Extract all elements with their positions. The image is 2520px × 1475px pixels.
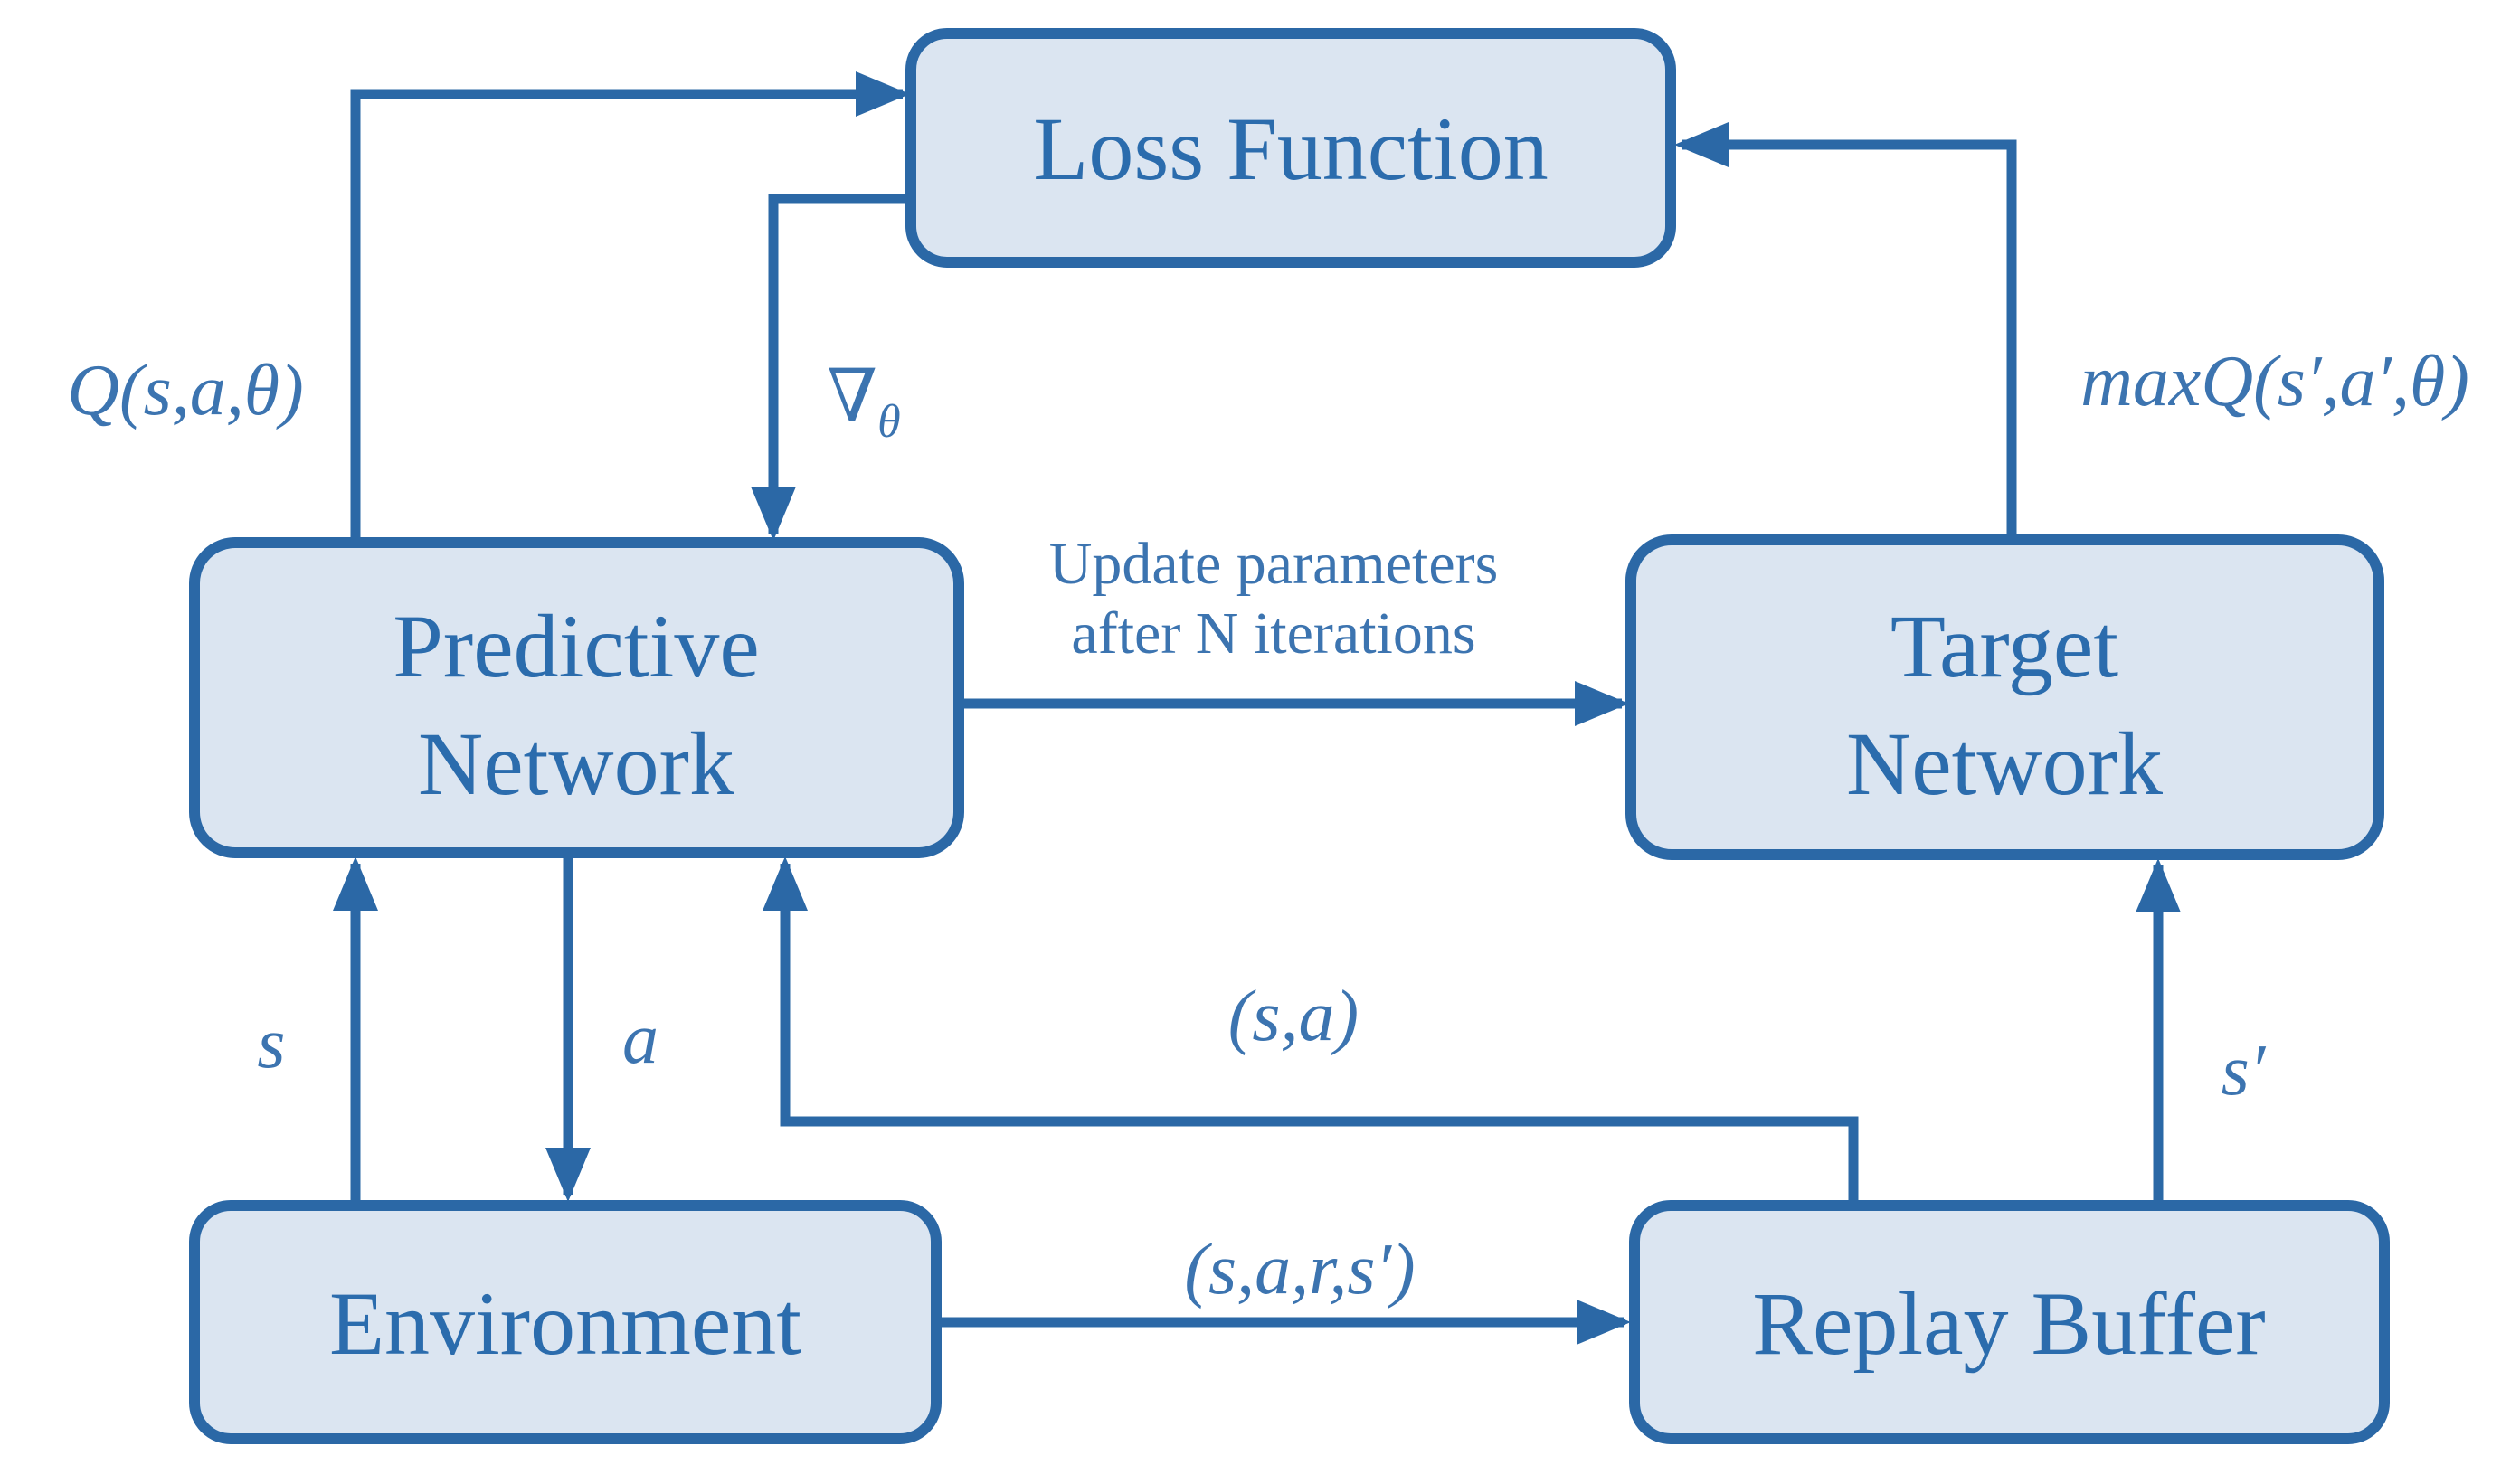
edge-max-q-line: [1674, 122, 2017, 540]
node-target-network: Target Network: [1625, 534, 2384, 860]
node-target-network-box: [1625, 534, 2384, 860]
edge-state-action-line: [763, 856, 1859, 1206]
edge-q-value: Q(s,a,θ): [67, 71, 910, 543]
edge-transition-label: (s,a,r,s′): [1184, 1230, 1415, 1310]
edge-action: a: [545, 853, 658, 1202]
edge-update-parameters-label-line2: after N iterations: [1071, 600, 1475, 667]
node-environment-box: [189, 1200, 942, 1444]
node-predictive-network-box: [189, 537, 964, 858]
edge-max-q-label: maxQ(s′,a′,θ): [2080, 342, 2469, 421]
gradient-subscript: θ: [877, 396, 901, 448]
node-replay-buffer: Replay Buffer: [1629, 1200, 2390, 1444]
edge-q-value-label: Q(s,a,θ): [67, 351, 303, 430]
edge-update-parameters-label-line1: Update parameters: [1049, 531, 1499, 597]
node-target-network-label-line1: Target: [1890, 596, 2118, 696]
edge-state-action-label: (s,a): [1228, 977, 1359, 1056]
node-replay-buffer-box: [1629, 1200, 2390, 1444]
node-loss-function-box: [905, 28, 1676, 268]
node-predictive-network: Predictive Network: [189, 537, 964, 858]
node-loss-function: Loss Function: [905, 28, 1676, 268]
edge-next-state: s′: [2136, 858, 2267, 1206]
edge-update-parameters: Update parameters after N iterations: [959, 531, 1629, 726]
edge-transition: (s,a,r,s′): [936, 1230, 1631, 1345]
edge-state-action: (s,a): [763, 856, 1859, 1206]
gradient-symbol: ∇: [827, 357, 877, 437]
edge-q-value-line: [350, 71, 910, 543]
edge-gradient-label: ∇θ: [827, 357, 900, 448]
node-environment-label: Environment: [329, 1273, 801, 1374]
node-predictive-network-label-line1: Predictive: [393, 596, 759, 696]
edge-gradient: ∇θ: [751, 194, 911, 541]
edge-action-label: a: [622, 999, 658, 1079]
node-environment: Environment: [189, 1200, 942, 1444]
edge-gradient-line: [751, 194, 911, 541]
node-replay-buffer-label: Replay Buffer: [1752, 1273, 2265, 1374]
edge-next-state-label: s′: [2222, 1031, 2267, 1111]
node-predictive-network-label-line2: Network: [418, 714, 734, 814]
node-loss-function-label: Loss Function: [1033, 99, 1548, 199]
edge-state: s: [257, 856, 378, 1206]
edge-max-q: maxQ(s′,a′,θ): [1674, 122, 2469, 540]
edge-state-label: s: [257, 1004, 285, 1083]
node-target-network-label-line2: Network: [1846, 714, 2163, 814]
